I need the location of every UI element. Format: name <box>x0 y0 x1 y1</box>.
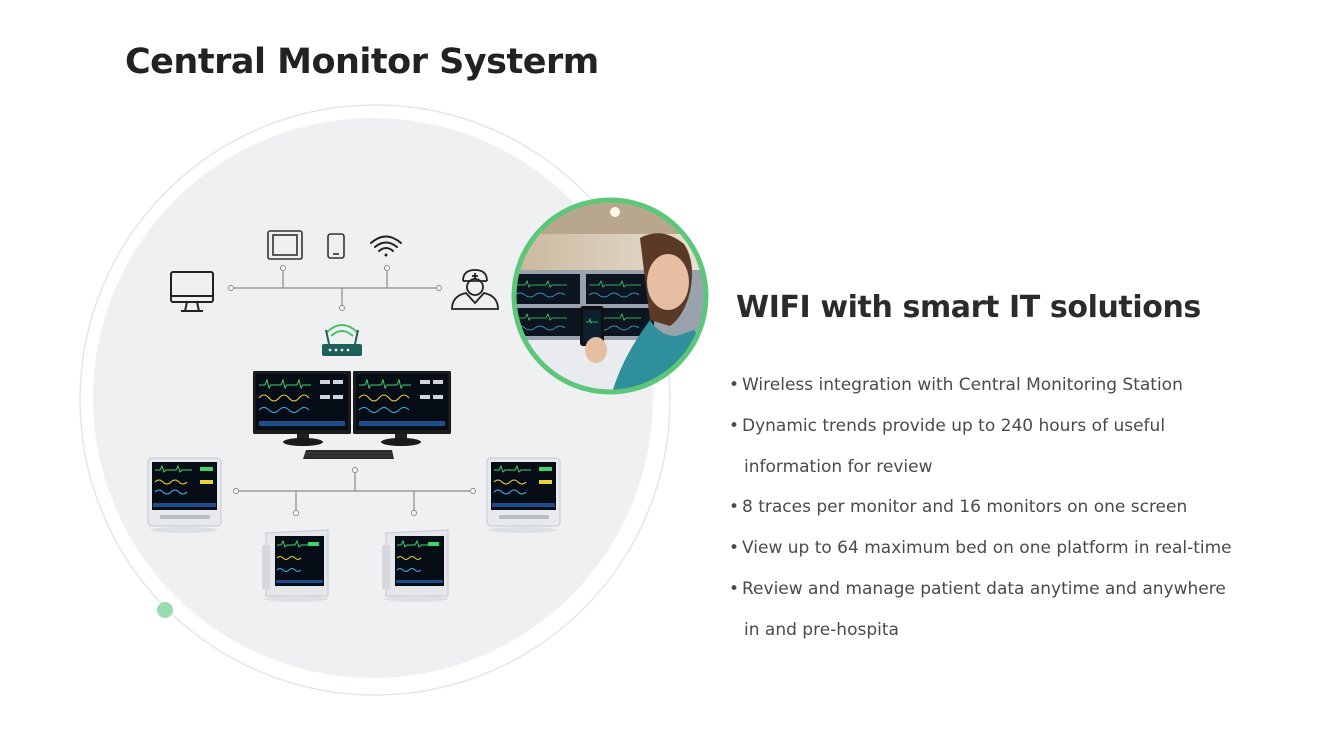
decor-dot <box>157 602 173 618</box>
bullet: • <box>729 497 740 518</box>
feature-text-continued: information for review <box>729 454 1309 495</box>
doctor-icon <box>451 269 499 310</box>
bottom-network-lines <box>236 470 473 513</box>
feature-line: View up to 64 maximum bed on one platfor… <box>742 538 1232 559</box>
feature-line: Review and manage patient data anytime a… <box>742 578 1226 599</box>
feature-item: •Review and manage patient data anytime … <box>729 576 1309 658</box>
bullet: • <box>729 538 740 559</box>
feature-text: •View up to 64 maximum bed on one platfo… <box>729 535 1309 576</box>
page-title: Central Monitor Systerm <box>125 42 599 82</box>
system-diagram <box>79 104 709 696</box>
dual-monitor-workstation <box>253 371 451 459</box>
nurse-photo-ring <box>511 197 709 395</box>
wifi-icon <box>370 235 402 257</box>
feature-text: •8 traces per monitor and 16 monitors on… <box>729 494 1309 535</box>
feature-line: information for review <box>744 456 933 477</box>
patient-monitor-center-right <box>382 529 449 602</box>
bullet: • <box>729 578 740 599</box>
feature-list: •Wireless integration with Central Monit… <box>729 372 1309 658</box>
feature-text-continued: in and pre-hospita <box>729 617 1309 658</box>
feature-item: •Dynamic trends provide up to 240 hours … <box>729 413 1309 495</box>
feature-item: •View up to 64 maximum bed on one platfo… <box>729 535 1309 576</box>
feature-item: •Wireless integration with Central Monit… <box>729 372 1309 413</box>
feature-line: Dynamic trends provide up to 240 hours o… <box>742 415 1166 436</box>
outer-circle-outline <box>79 104 671 696</box>
smartphone-icon <box>327 233 345 259</box>
feature-text: •Dynamic trends provide up to 240 hours … <box>729 413 1309 454</box>
bullet: • <box>729 415 740 436</box>
patient-monitor-center-left <box>262 529 329 602</box>
feature-text: •Review and manage patient data anytime … <box>729 576 1309 617</box>
feature-line: in and pre-hospita <box>744 619 899 640</box>
feature-line: Wireless integration with Central Monito… <box>742 375 1183 395</box>
feature-text: •Wireless integration with Central Monit… <box>729 372 1309 413</box>
section-heading: WIFI with smart IT solutions <box>736 290 1201 325</box>
desktop-computer-icon <box>170 271 214 312</box>
tablet-icon <box>267 230 303 260</box>
router-icon <box>322 324 362 356</box>
patient-monitor-right <box>486 457 561 533</box>
feature-item: •8 traces per monitor and 16 monitors on… <box>729 494 1309 535</box>
patient-monitor-left <box>147 457 222 533</box>
bullet: • <box>729 375 740 395</box>
top-network-lines <box>231 268 439 308</box>
feature-line: 8 traces per monitor and 16 monitors on … <box>742 497 1188 518</box>
